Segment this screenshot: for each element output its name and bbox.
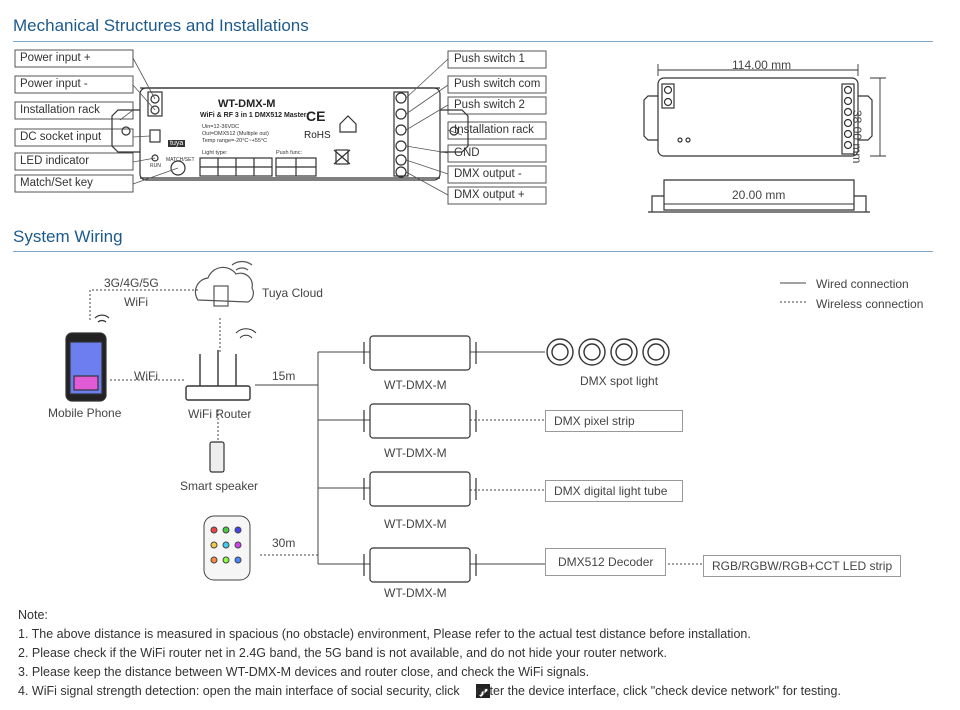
device-push-func: Push func: [276, 150, 302, 156]
led-strip-box: RGB/RGBW/RGB+CCT LED strip [703, 555, 902, 577]
controller-icons [363, 335, 477, 583]
light-tube-label: DMX digital light tube [554, 484, 668, 498]
device-match-set-label: MATCH/SET [166, 157, 195, 163]
note-item-4-part-2: enter the device interface, click "check… [475, 684, 841, 698]
label-power-input-plus: Power input + [20, 52, 91, 64]
decoder-label: DMX512 Decoder [558, 555, 654, 569]
controller-label: WT-DMX-M [384, 517, 447, 531]
dimension-depth: 20.00 mm [732, 188, 786, 202]
label-installation-rack-left: Installation rack [20, 104, 100, 116]
wiring-lines [89, 282, 806, 565]
note-item-4-part-1: 4. WiFi signal strength detection: open … [18, 684, 460, 698]
device-run-label: RUN [150, 163, 161, 169]
note-item: 4. WiFi signal strength detection: open … [18, 682, 841, 701]
device-tuya-logo: tuya [168, 140, 186, 147]
speaker-icon [209, 441, 225, 473]
label-dmx-output-plus: DMX output + [454, 189, 525, 201]
label-power-input-minus: Power input - [20, 78, 88, 90]
label-match-set: Match/Set key [20, 177, 93, 189]
device-ce-mark: CE [306, 108, 326, 124]
section-title-wiring: System Wiring [13, 227, 123, 246]
notes-block: Note: 1. The above distance is measured … [18, 606, 841, 701]
pixel-strip-label: DMX pixel strip [554, 414, 635, 428]
controller-label: WT-DMX-M [384, 446, 447, 460]
dimension-height: 38.00 mm [850, 110, 864, 164]
dimension-drawing [643, 77, 873, 213]
wifi-label-top: WiFi [124, 295, 148, 309]
light-tube-box: DMX digital light tube [545, 480, 683, 502]
label-dmx-output-minus: DMX output - [454, 168, 522, 180]
section-rule-mechanical [13, 41, 933, 42]
router-label: WiFi Router [188, 407, 252, 421]
legend-wired-label: Wired connection [816, 277, 909, 291]
device-subtitle: WiFi & RF 3 in 1 DMX512 Master [200, 112, 307, 119]
device-light-type: Light type: [202, 150, 228, 156]
tuya-cloud-label: Tuya Cloud [262, 286, 323, 300]
legend-wireless-label: Wireless connection [816, 297, 924, 311]
label-push-switch-1: Push switch 1 [454, 53, 525, 65]
cloud-icon [194, 260, 254, 307]
label-push-switch-com: Push switch com [454, 78, 541, 90]
label-installation-rack-right: Installation rack [454, 124, 534, 136]
distance-15m: 15m [272, 369, 296, 383]
wifi-label-mid: WiFi [134, 369, 158, 383]
device-spec-1: Out=DMX512 (Multiple out) [202, 131, 269, 137]
note-item: 1. The above distance is measured in spa… [18, 627, 751, 641]
device-rohs-mark: RoHS [304, 130, 331, 141]
edit-icon [476, 684, 490, 698]
led-strip-label: RGB/RGBW/RGB+CCT LED strip [712, 559, 893, 573]
spot-light-label: DMX spot light [580, 374, 659, 388]
dimension-length: 114.00 mm [732, 58, 792, 72]
remote-icon [203, 515, 251, 581]
label-push-switch-2: Push switch 2 [454, 99, 525, 111]
label-dc-socket: DC socket input [20, 131, 102, 143]
distance-30m: 30m [272, 536, 296, 550]
controller-label: WT-DMX-M [384, 586, 447, 600]
controller-label: WT-DMX-M [384, 378, 447, 392]
device-drawing [111, 87, 469, 181]
label-led-indicator: LED indicator [20, 155, 90, 167]
notes-title: Note: [18, 608, 48, 622]
router-icon [185, 328, 257, 401]
label-gnd: GND [454, 147, 480, 159]
pixel-strip-box: DMX pixel strip [545, 410, 683, 432]
note-item: 2. Please check if the WiFi router net i… [18, 646, 667, 660]
device-model: WT-DMX-M [218, 98, 276, 110]
note-item: 3. Please keep the distance between WT-D… [18, 665, 590, 679]
device-spec-2: Temp range=-20°C~+55°C [202, 138, 268, 144]
phone-icon [65, 314, 110, 402]
section-title-mechanical: Mechanical Structures and Installations [13, 16, 309, 35]
network-label: 3G/4G/5G [104, 276, 159, 290]
device-spec-0: Uin=12-36VDC [202, 124, 240, 130]
decoder-box: DMX512 Decoder [545, 548, 667, 576]
spot-light-icons [546, 338, 670, 366]
speaker-label: Smart speaker [180, 479, 259, 493]
phone-label: Mobile Phone [48, 406, 122, 420]
section-rule-wiring [13, 251, 933, 252]
